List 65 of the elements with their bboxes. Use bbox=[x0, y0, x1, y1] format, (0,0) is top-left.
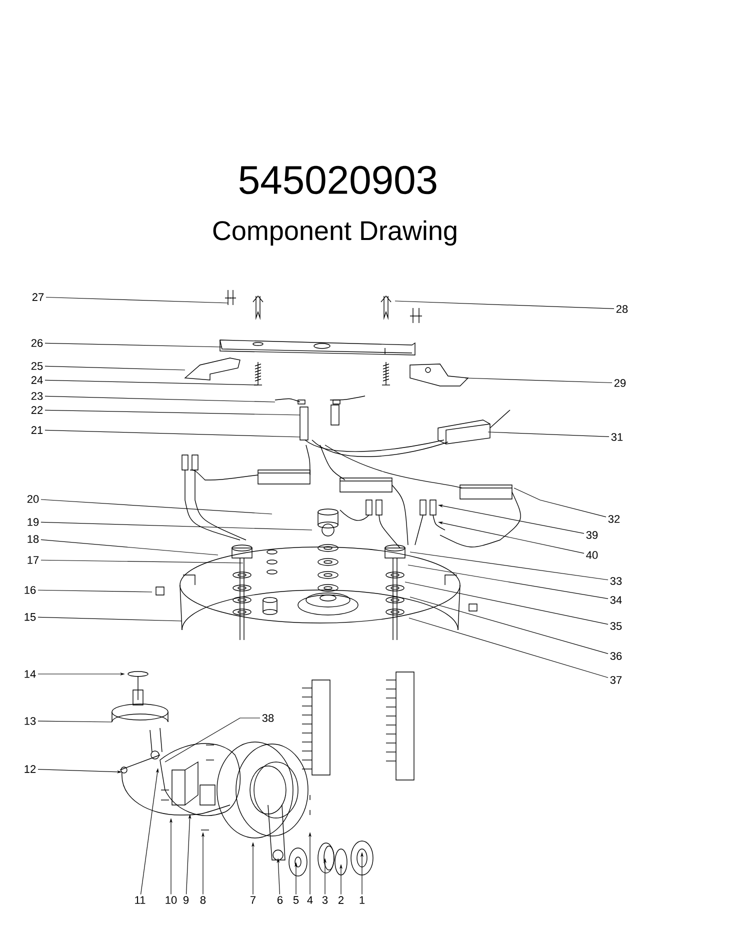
leader-line bbox=[514, 488, 606, 518]
leader-line bbox=[38, 616, 182, 622]
callout-number: 18 bbox=[28, 535, 39, 543]
callout-number: 10 bbox=[166, 896, 177, 904]
callout-number: 36 bbox=[610, 652, 622, 660]
leader-line bbox=[38, 720, 112, 722]
leader-line bbox=[408, 564, 608, 599]
callout-number: 7 bbox=[250, 896, 256, 904]
leader-line bbox=[44, 430, 300, 438]
callout-number: 13 bbox=[24, 717, 36, 725]
leader-line bbox=[394, 300, 614, 310]
callout-number: 35 bbox=[610, 622, 622, 630]
callout-number: 31 bbox=[611, 433, 623, 441]
callout-number: 1 bbox=[360, 896, 365, 904]
leader-line bbox=[488, 432, 610, 437]
callout-number: 25 bbox=[31, 362, 43, 370]
callout-number: 22 bbox=[31, 406, 43, 414]
callout-number: 23 bbox=[31, 392, 43, 400]
callout-number: 12 bbox=[24, 765, 36, 773]
callout-number: 19 bbox=[28, 518, 39, 526]
leader-line bbox=[464, 378, 612, 384]
callout-number: 27 bbox=[32, 293, 44, 301]
callout-number: 11 bbox=[135, 896, 146, 904]
leader-line bbox=[44, 342, 222, 348]
leader-line bbox=[404, 582, 608, 625]
callout-number: 9 bbox=[183, 896, 189, 904]
leader-line bbox=[40, 522, 312, 530]
callout-number: 34 bbox=[610, 596, 622, 604]
callout-number: 14 bbox=[24, 670, 36, 678]
callout-number: 8 bbox=[200, 896, 206, 904]
title: 545020903 bbox=[240, 166, 436, 194]
callout-number: 4 bbox=[307, 896, 313, 904]
callout-number: 33 bbox=[610, 577, 622, 585]
leader-line bbox=[44, 396, 276, 402]
subtitle: Component Drawing bbox=[213, 220, 456, 246]
leader-line bbox=[40, 539, 218, 556]
leader-line bbox=[38, 590, 152, 592]
leader-line bbox=[44, 410, 300, 416]
leader-line bbox=[410, 596, 608, 654]
callout-number: 16 bbox=[24, 586, 36, 594]
callout-number: 37 bbox=[610, 676, 622, 684]
callout-number: 24 bbox=[31, 376, 43, 384]
leader-line bbox=[410, 552, 608, 580]
leader-line bbox=[40, 499, 272, 514]
callout-number: 3 bbox=[322, 896, 328, 904]
callout-number: 20 bbox=[27, 495, 39, 503]
callout-number: 5 bbox=[293, 896, 299, 904]
callout-number: 26 bbox=[31, 339, 43, 347]
callout-number: 29 bbox=[614, 379, 626, 387]
callout-number: 28 bbox=[616, 305, 628, 313]
leader-line bbox=[44, 380, 258, 386]
leader-line bbox=[40, 560, 244, 564]
leader-line bbox=[164, 718, 260, 762]
callout-number: 39 bbox=[586, 531, 598, 539]
leader-line bbox=[44, 366, 186, 370]
callout-number: 2 bbox=[338, 896, 344, 904]
callout-number: 38 bbox=[262, 714, 274, 722]
callout-number: 17 bbox=[28, 556, 39, 564]
callout-number: 21 bbox=[31, 426, 43, 434]
callout-number: 40 bbox=[586, 551, 598, 559]
callout-number: 6 bbox=[278, 896, 283, 904]
callout-number: 32 bbox=[608, 515, 620, 523]
callout-number: 15 bbox=[24, 613, 36, 621]
leader-line bbox=[46, 296, 228, 304]
leader-line bbox=[408, 618, 608, 678]
